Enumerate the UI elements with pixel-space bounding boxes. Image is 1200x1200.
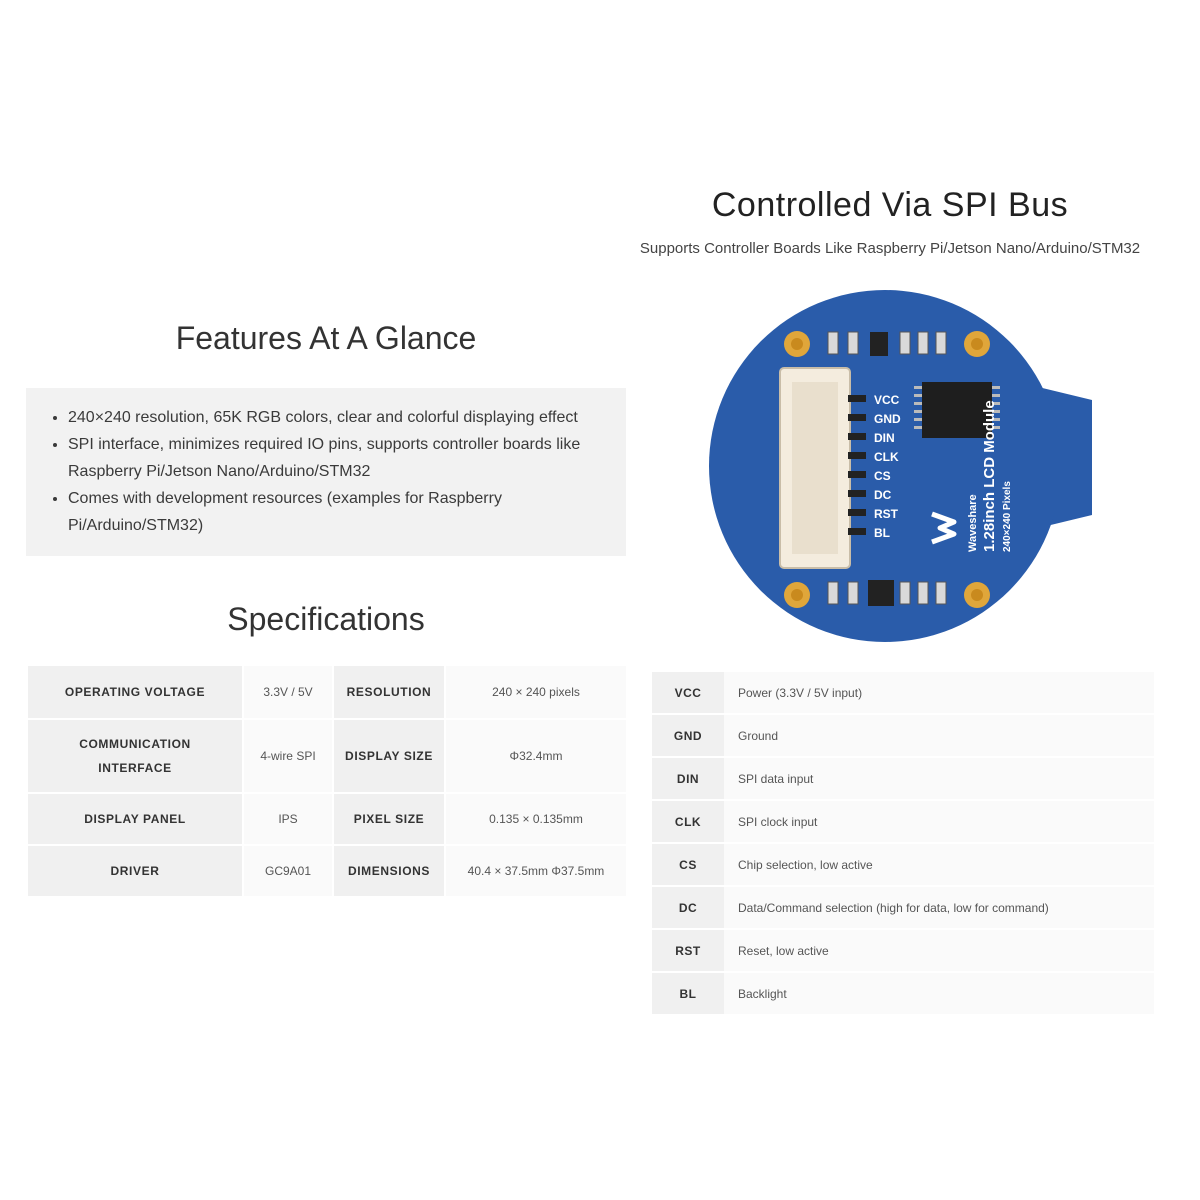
spec-value: 4-wire SPI bbox=[242, 718, 334, 794]
spec-key: RESOLUTION bbox=[332, 664, 446, 720]
features-list: 240×240 resolution, 65K RGB colors, clea… bbox=[46, 404, 608, 539]
silk-pin-dc: DC bbox=[874, 488, 892, 502]
silk-pin-gnd: GND bbox=[874, 412, 901, 426]
silk-pin-cs: CS bbox=[874, 469, 891, 483]
pin-desc: SPI data input bbox=[724, 757, 1154, 801]
pin-name: CLK bbox=[652, 800, 724, 844]
top-transistor bbox=[870, 332, 888, 356]
bottom-smd-pads bbox=[827, 581, 947, 605]
feature-item: 240×240 resolution, 65K RGB colors, clea… bbox=[68, 404, 608, 431]
silk-pixels: 240×240 Pixels bbox=[1002, 481, 1013, 552]
spec-value: 240 × 240 pixels bbox=[444, 664, 628, 720]
spec-value: 0.135 × 0.135mm bbox=[444, 792, 628, 846]
spi-section-subtitle: Supports Controller Boards Like Raspberr… bbox=[639, 240, 1141, 257]
spec-key: OPERATING VOLTAGE bbox=[26, 664, 244, 720]
pin-name: DC bbox=[652, 886, 724, 930]
spec-value: 40.4 × 37.5mm Φ37.5mm bbox=[444, 844, 628, 898]
pin-name: RST bbox=[652, 929, 724, 973]
silk-pin-bl: BL bbox=[874, 526, 890, 540]
pin-desc: SPI clock input bbox=[724, 800, 1154, 844]
features-box: 240×240 resolution, 65K RGB colors, clea… bbox=[26, 388, 626, 556]
silk-pin-clk: CLK bbox=[874, 450, 899, 464]
feature-item: Comes with development resources (exampl… bbox=[68, 485, 608, 539]
bottom-ic bbox=[868, 580, 894, 606]
pin-desc: Chip selection, low active bbox=[724, 843, 1154, 887]
spec-value: 3.3V / 5V bbox=[242, 664, 334, 720]
silk-brand: Waveshare bbox=[967, 494, 979, 552]
pin-desc: Power (3.3V / 5V input) bbox=[724, 672, 1154, 715]
feature-item: SPI interface, minimizes required IO pin… bbox=[68, 431, 608, 485]
spec-key: DIMENSIONS bbox=[332, 844, 446, 898]
spec-value: GC9A01 bbox=[242, 844, 334, 898]
pin-desc: Data/Command selection (high for data, l… bbox=[724, 886, 1154, 930]
silk-pin-din: DIN bbox=[874, 431, 895, 445]
specifications-title: Specifications bbox=[227, 601, 425, 637]
silk-pin-rst: RST bbox=[874, 507, 899, 521]
top-smd-pads bbox=[827, 331, 947, 355]
spec-row: COMMUNICATION INTERFACE 4-wire SPI DISPL… bbox=[26, 718, 628, 794]
specifications-table: OPERATING VOLTAGE 3.3V / 5V RESOLUTION 2… bbox=[26, 664, 628, 898]
spec-value: Φ32.4mm bbox=[444, 718, 628, 794]
spi-section-title: Controlled Via SPI Bus bbox=[711, 186, 1069, 224]
controller-chip bbox=[922, 382, 992, 438]
spec-key: PIXEL SIZE bbox=[332, 792, 446, 846]
spec-key: DISPLAY SIZE bbox=[332, 718, 446, 794]
waveshare-logo-icon bbox=[931, 511, 957, 545]
pin-desc: Reset, low active bbox=[724, 929, 1154, 973]
pin-desc: Ground bbox=[724, 714, 1154, 758]
lcd-module-board-image: VCC GND DIN CLK CS DC RST BL Waveshare 1… bbox=[709, 290, 1092, 642]
silk-pin-vcc: VCC bbox=[874, 393, 900, 407]
spec-row: DRIVER GC9A01 DIMENSIONS 40.4 × 37.5mm Φ… bbox=[26, 844, 628, 898]
spec-key: COMMUNICATION INTERFACE bbox=[26, 718, 244, 794]
pin-name: GND bbox=[652, 714, 724, 758]
pin-name: VCC bbox=[652, 672, 724, 715]
silk-model: 1.28inch LCD Module bbox=[981, 400, 998, 552]
spec-row: DISPLAY PANEL IPS PIXEL SIZE 0.135 × 0.1… bbox=[26, 792, 628, 846]
spec-key: DRIVER bbox=[26, 844, 244, 898]
pin-name: DIN bbox=[652, 757, 724, 801]
mounting-holes bbox=[784, 331, 990, 608]
spec-value: IPS bbox=[242, 792, 334, 846]
features-title: Features At A Glance bbox=[175, 320, 477, 356]
pin-name: CS bbox=[652, 843, 724, 887]
spec-row: OPERATING VOLTAGE 3.3V / 5V RESOLUTION 2… bbox=[26, 664, 628, 720]
pin-name: BL bbox=[652, 972, 724, 1016]
spec-key: DISPLAY PANEL bbox=[26, 792, 244, 846]
pin-desc: Backlight bbox=[724, 972, 1154, 1016]
